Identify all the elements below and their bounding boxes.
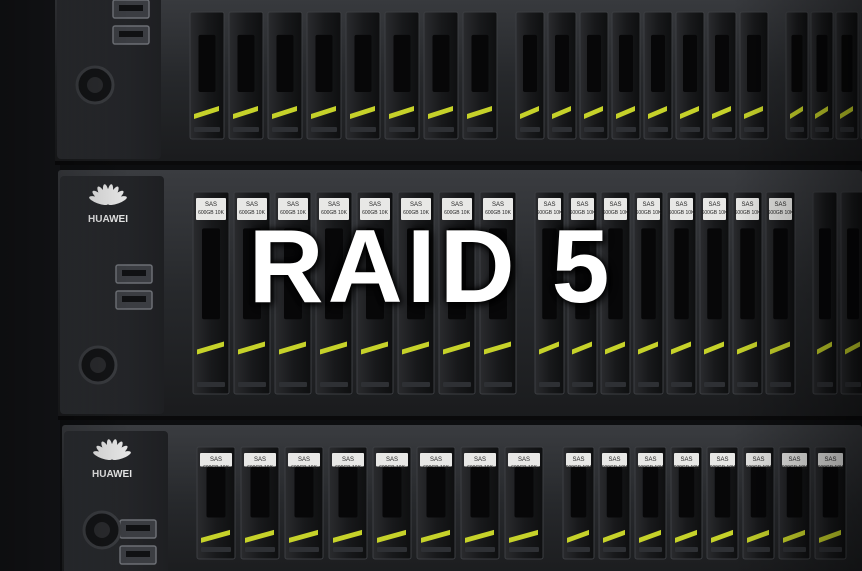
- server-rack-photo: HUAWEISAS600GB 10KSAS600GB 10KSAS600GB 1…: [0, 0, 862, 571]
- vignette: [0, 0, 862, 571]
